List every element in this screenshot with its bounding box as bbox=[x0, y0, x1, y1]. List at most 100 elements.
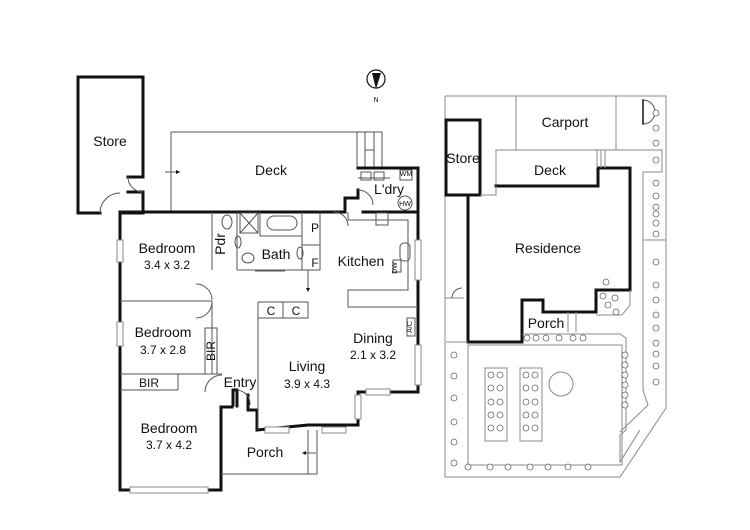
shrub-icon bbox=[621, 371, 629, 379]
shrub-icon bbox=[569, 334, 577, 342]
shrub-icon bbox=[652, 124, 660, 132]
bedroom1-label: Bedroom bbox=[139, 240, 196, 256]
shrub-icon bbox=[496, 424, 504, 432]
shrub-icon bbox=[450, 394, 458, 402]
bedroom1-size: 3.4 x 3.2 bbox=[144, 258, 190, 272]
shrub-icon bbox=[602, 278, 610, 286]
shrub-icon bbox=[531, 411, 539, 419]
shrub-icon bbox=[522, 398, 530, 406]
shrub-icon bbox=[652, 179, 660, 187]
shrub-icon bbox=[652, 210, 660, 218]
shrub-icon bbox=[611, 294, 619, 302]
site-garden bbox=[446, 333, 641, 466]
deck-outline bbox=[165, 131, 383, 212]
shrub-icon bbox=[652, 230, 660, 238]
shrub-icon bbox=[621, 381, 629, 389]
shrub-icon bbox=[584, 463, 592, 471]
shrub-icon bbox=[486, 463, 494, 471]
shrub-icon bbox=[464, 463, 472, 471]
shrub-icon bbox=[487, 411, 495, 419]
shrub-icon bbox=[531, 384, 539, 392]
shrub-icon bbox=[496, 371, 504, 379]
shrub-icon bbox=[652, 219, 660, 227]
shrub-icon bbox=[555, 334, 563, 342]
powder-label: Pdr bbox=[212, 233, 228, 255]
store-label: Store bbox=[93, 133, 127, 149]
site-porch-label: Porch bbox=[528, 315, 565, 331]
shrub-icon bbox=[496, 411, 504, 419]
bir1-label: BIR bbox=[204, 341, 218, 361]
fridge-label: F bbox=[311, 256, 318, 270]
bedroom3-label: Bedroom bbox=[141, 420, 198, 436]
shrub-icon bbox=[652, 281, 660, 289]
shrub-icon bbox=[531, 371, 539, 379]
shrub-icon bbox=[621, 361, 629, 369]
shrub-icon bbox=[531, 424, 539, 432]
shrub-icon bbox=[652, 311, 660, 319]
shrub-icon bbox=[531, 398, 539, 406]
site-store-label: Store bbox=[446, 150, 480, 166]
bath-fixtures bbox=[221, 212, 304, 264]
living-size: 3.9 x 4.3 bbox=[284, 377, 330, 391]
shrub-icon bbox=[450, 351, 458, 359]
door-swings bbox=[195, 211, 349, 406]
shrub-icon bbox=[604, 301, 612, 309]
shrub-icon bbox=[487, 371, 495, 379]
bir2-label: BIR bbox=[139, 376, 159, 390]
site-residence-label: Residence bbox=[515, 240, 581, 256]
shrub-icon bbox=[504, 463, 512, 471]
ac-label: A/C bbox=[407, 321, 414, 333]
windows bbox=[116, 239, 422, 494]
site-residence bbox=[444, 118, 632, 344]
dining-label: Dining bbox=[353, 330, 393, 346]
shrub-icon bbox=[599, 292, 607, 300]
shrub-icon bbox=[652, 258, 660, 266]
shrub-icon bbox=[522, 411, 530, 419]
cupboard1-label: C bbox=[267, 304, 276, 318]
shrub-icon bbox=[564, 463, 572, 471]
shrub-icon bbox=[522, 371, 530, 379]
compass-icon: N bbox=[366, 69, 386, 104]
shrub-icon bbox=[496, 398, 504, 406]
shrub-icon bbox=[621, 391, 629, 399]
shrub-icon bbox=[450, 459, 458, 467]
shrub-icon bbox=[652, 203, 660, 211]
laundry-label: L'dry bbox=[374, 181, 404, 197]
dishwasher-label: DW bbox=[392, 262, 399, 274]
laundry-fixtures bbox=[357, 169, 413, 211]
site-deck-label: Deck bbox=[534, 162, 567, 178]
shrub-icon bbox=[450, 418, 458, 426]
shrub-icon bbox=[542, 334, 550, 342]
pantry-label: P bbox=[311, 221, 319, 235]
shrub-icon bbox=[522, 424, 530, 432]
hot-water-label: HW bbox=[399, 201, 411, 208]
shrub-icon bbox=[544, 463, 552, 471]
shrub-icon bbox=[652, 362, 660, 370]
shrub-icon bbox=[652, 324, 660, 332]
shrub-icon bbox=[652, 109, 660, 117]
entry-label: Entry bbox=[224, 374, 257, 390]
dining-size: 2.1 x 3.2 bbox=[350, 348, 396, 362]
interior-walls bbox=[120, 212, 418, 430]
porch-label: Porch bbox=[247, 444, 284, 460]
shrub-icon bbox=[612, 308, 620, 316]
shrub-icon bbox=[652, 296, 660, 304]
bedroom2-size: 3.7 x 2.8 bbox=[140, 343, 186, 357]
shrub-icon bbox=[579, 334, 587, 342]
site-plants bbox=[450, 109, 660, 471]
shrub-icon bbox=[652, 192, 660, 200]
shrub-icon bbox=[652, 350, 660, 358]
shrub-icon bbox=[523, 334, 531, 342]
deck-label: Deck bbox=[255, 162, 288, 178]
shrub-icon bbox=[621, 401, 629, 409]
shrub-icon bbox=[522, 384, 530, 392]
shrub-icon bbox=[652, 339, 660, 347]
shrub-icon bbox=[652, 139, 660, 147]
bath-label: Bath bbox=[262, 246, 291, 262]
bedroom3-size: 3.7 x 4.2 bbox=[146, 438, 192, 452]
shrub-icon bbox=[526, 463, 534, 471]
shrub-icon bbox=[496, 384, 504, 392]
kitchen-label: Kitchen bbox=[338, 253, 385, 269]
cupboard2-label: C bbox=[292, 304, 301, 318]
